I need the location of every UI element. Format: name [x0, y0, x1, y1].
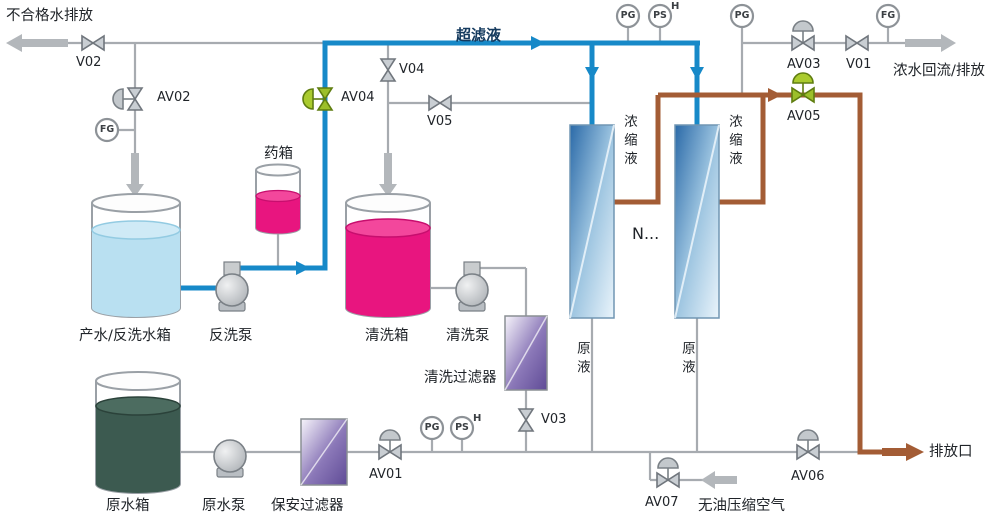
label-ps-top: PS [653, 10, 667, 21]
gauge-pg-bottom [419, 415, 445, 441]
valve-av04[interactable] [302, 87, 333, 111]
label-product-backwash-tank: 产水/反洗水箱 [79, 328, 171, 344]
gauge-pg-top-right [729, 3, 755, 29]
label-unqualified-discharge: 不合格水排放 [6, 8, 93, 24]
label-av06: AV06 [791, 469, 825, 484]
product-backwash-tank [91, 193, 181, 318]
label-cleaning-tank: 清洗箱 [365, 328, 409, 344]
flow-arrows-gray [6, 34, 956, 489]
label-v02: V02 [76, 55, 102, 70]
valve-av05[interactable] [791, 72, 815, 103]
membrane-module-2 [674, 124, 720, 319]
gauge-fg-left [94, 117, 120, 143]
arrow-into-product-tank [126, 153, 144, 197]
valve-av07[interactable] [656, 457, 680, 488]
label-cleaning-filter: 清洗过滤器 [424, 370, 497, 386]
chemical-tank [255, 163, 301, 235]
label-av05: AV05 [787, 109, 821, 124]
label-v01: V01 [846, 57, 872, 72]
gauge-ps-top [647, 3, 673, 29]
label-pg-top-right: PG [734, 10, 750, 21]
label-concentrate-return: 浓水回流/排放 [893, 63, 985, 79]
arrow-discharge-outlet [882, 443, 924, 461]
membrane-module-1 [569, 124, 615, 319]
label-feed-left: 原液 [573, 341, 590, 378]
label-concentrate-left: 浓缩液 [620, 114, 637, 170]
arrow-brown-to-av05 [768, 88, 782, 102]
valve-v05[interactable] [428, 95, 452, 111]
valve-v03[interactable] [518, 408, 534, 432]
arrow-compressed-air [701, 471, 737, 489]
arrow-blue-ultrafiltrate [531, 36, 545, 50]
label-av03: AV03 [787, 57, 821, 72]
valve-av02[interactable] [112, 87, 143, 111]
cleaning-tank [345, 193, 431, 318]
label-v03: V03 [541, 412, 567, 427]
label-raw-water-tank: 原水箱 [106, 498, 150, 514]
label-h-top: H [671, 1, 680, 12]
label-ps-bottom: PS [455, 422, 469, 433]
cleaning-pump[interactable] [455, 261, 489, 312]
label-raw-water-pump: 原水泵 [202, 498, 246, 514]
label-concentrate-right: 浓缩液 [725, 114, 742, 170]
arrow-unqualified-discharge [6, 34, 68, 52]
raw-water-pump[interactable] [213, 439, 247, 478]
pipe-ultrafiltrate [180, 36, 704, 291]
label-v04: V04 [399, 62, 425, 77]
pipe-concentrate [614, 88, 924, 461]
valve-av01[interactable] [378, 429, 402, 460]
label-membrane-bank: N... [632, 224, 660, 243]
valve-av06[interactable] [796, 429, 820, 460]
label-pg-top: PG [620, 10, 636, 21]
label-pg-bottom: PG [424, 422, 440, 433]
label-h-bottom: H [473, 413, 482, 424]
label-chemical-tank: 药箱 [264, 146, 293, 162]
gauge-ps-bottom [449, 415, 475, 441]
arrow-blue-into-membrane-2 [690, 67, 704, 80]
label-v05: V05 [427, 114, 453, 129]
label-av04: AV04 [341, 90, 375, 105]
label-fg-top-right: FG [880, 10, 896, 21]
label-discharge-outlet: 排放口 [929, 444, 973, 460]
cleaning-filter [504, 315, 548, 391]
label-av07: AV07 [645, 495, 679, 510]
label-av01: AV01 [369, 467, 403, 482]
label-fg-left: FG [99, 124, 115, 135]
label-security-filter: 保安过滤器 [271, 498, 344, 514]
arrow-blue-pump-outlet [296, 261, 310, 275]
gauge-pg-top [615, 3, 641, 29]
valve-v01[interactable] [845, 35, 869, 51]
label-cleaning-pump: 清洗泵 [446, 328, 490, 344]
arrow-blue-into-membrane-1 [585, 67, 599, 80]
label-compressed-air: 无油压缩空气 [698, 498, 785, 514]
valve-v02[interactable] [81, 35, 105, 51]
backwash-pump[interactable] [215, 261, 249, 312]
label-feed-right: 原液 [678, 341, 695, 378]
label-backwash-pump: 反洗泵 [209, 328, 253, 344]
label-ultrafiltrate: 超滤液 [456, 26, 502, 44]
arrow-concentrate-return [905, 34, 956, 52]
arrow-into-cleaning-tank [379, 153, 397, 197]
security-filter [300, 418, 348, 486]
valve-v04[interactable] [380, 58, 396, 82]
raw-water-tank [95, 371, 181, 494]
gauge-fg-top-right [875, 3, 901, 29]
valve-av03[interactable] [791, 20, 815, 51]
label-av02: AV02 [157, 90, 191, 105]
